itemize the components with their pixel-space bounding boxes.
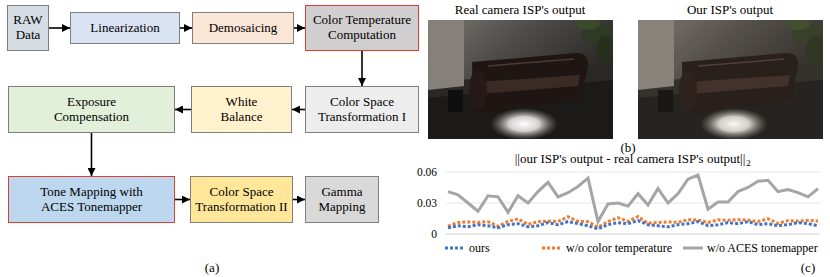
- chart-grid: [446, 172, 820, 234]
- photo-real: [428, 18, 616, 140]
- box-label: Gamma Mapping: [308, 185, 376, 214]
- box-label: White Balance: [212, 95, 272, 124]
- photo-tint: [638, 20, 823, 139]
- image-title: Our ISP's output: [687, 3, 773, 17]
- process-box: White Balance: [191, 86, 292, 133]
- process-box: Color Space Transformation I: [305, 86, 419, 133]
- flow-arrow: [294, 27, 305, 29]
- flow-arrow: [292, 109, 305, 111]
- process-box: Exposure Compensation: [8, 86, 175, 133]
- flow-arrow: [293, 199, 305, 201]
- flow-arrow: [91, 133, 93, 176]
- box-label: Color Space Transformation I: [308, 95, 416, 124]
- flow-arrow: [180, 27, 192, 29]
- box-label: Color Space Transformation II: [193, 185, 290, 214]
- process-box: Demosaicing: [192, 12, 294, 44]
- flow-arrow: [175, 199, 190, 201]
- axis-tick: 0.06: [417, 166, 437, 179]
- box-label: Tone Mapping with ACES Tonemapper: [29, 185, 154, 214]
- legend-sample: [682, 243, 704, 253]
- legend-sample: [444, 243, 466, 253]
- process-box: Color Temperature Computation: [305, 5, 419, 51]
- box-label: Demosaicing: [209, 21, 278, 36]
- legend-item: w/o color temperature: [541, 240, 672, 256]
- axis-tick: 0: [431, 228, 437, 241]
- chart-line: [448, 221, 818, 229]
- flow-arrow: [49, 27, 70, 29]
- axis-tick: 0.03: [417, 197, 437, 210]
- flow-arrow: [175, 109, 191, 111]
- image-title: Real camera ISP's output: [455, 3, 586, 17]
- legend-item: ours: [444, 240, 490, 256]
- legend-item: w/o ACES tonemapper: [682, 240, 818, 256]
- process-box: Linearization: [70, 12, 180, 44]
- photo-ours: [638, 18, 826, 140]
- process-box: Color Space Transformation II: [190, 176, 293, 223]
- process-box: Tone Mapping with ACES Tonemapper: [8, 176, 175, 223]
- legend-sample: [541, 243, 563, 253]
- process-box: RAW Data: [7, 5, 49, 51]
- panel-label: (a): [205, 261, 219, 275]
- chart-series: [448, 175, 818, 229]
- flow-arrow: [361, 51, 363, 86]
- box-label: Exposure Compensation: [42, 95, 142, 124]
- process-box: Gamma Mapping: [305, 176, 379, 223]
- panel-label: (c): [801, 261, 815, 275]
- legend-text: ours: [469, 241, 490, 256]
- box-label: Linearization: [90, 21, 159, 36]
- subscript: 2: [746, 159, 751, 169]
- box-label: Color Temperature Computation: [308, 13, 416, 42]
- box-label: RAW Data: [10, 13, 46, 42]
- legend-text: w/o color temperature: [566, 241, 672, 256]
- chart-line: [448, 175, 818, 222]
- legend-text: w/o ACES tonemapper: [707, 241, 818, 256]
- chart-title: ||our ISP's output - real camera ISP's o…: [515, 152, 746, 166]
